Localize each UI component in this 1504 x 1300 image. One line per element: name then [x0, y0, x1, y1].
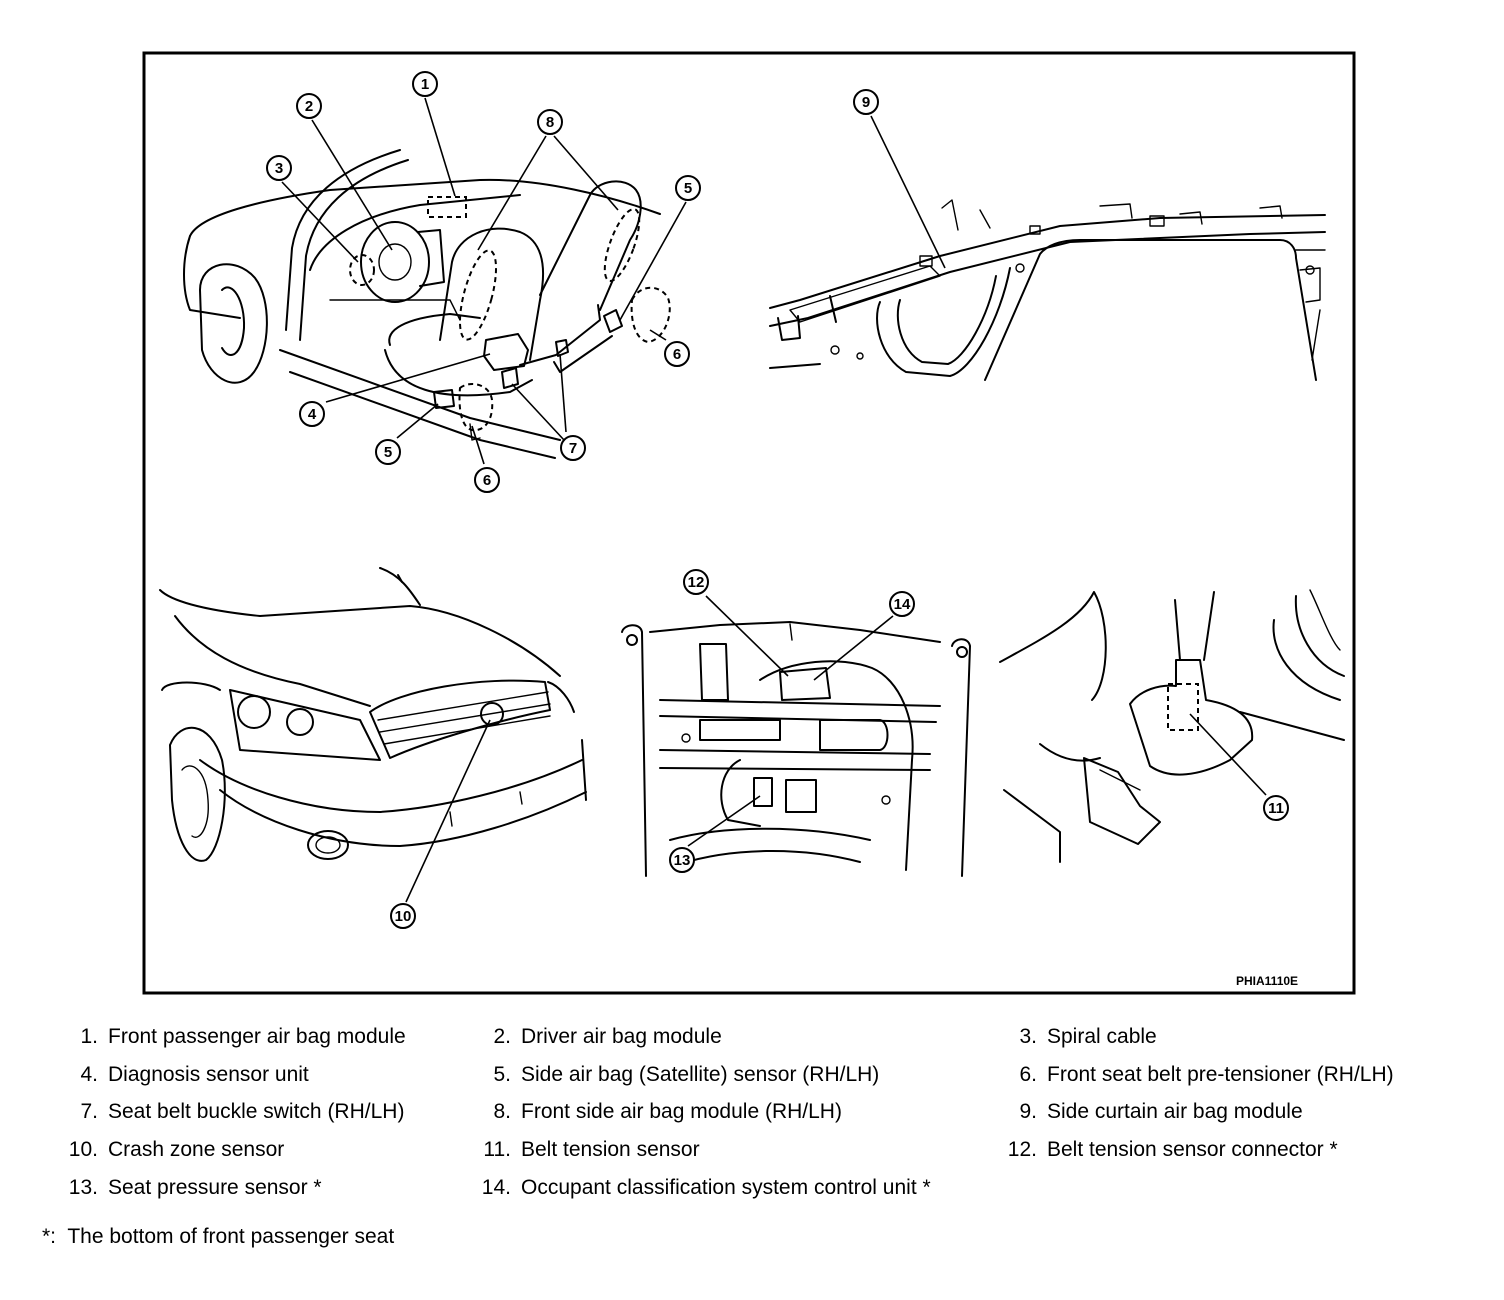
- svg-text:6: 6: [483, 472, 491, 489]
- legend-item: 3. Spiral cable: [1019, 1022, 1157, 1052]
- legend-item: 5. Side air bag (Satellite) sensor (RH/LH…: [493, 1060, 880, 1090]
- footnote-text: The bottom of front passenger seat: [67, 1225, 395, 1248]
- legend-item: 11. Belt tension sensor: [483, 1135, 700, 1165]
- svg-text:7: 7: [569, 440, 577, 457]
- legend-number: 11.: [483, 1138, 511, 1161]
- legend-item: 9. Side curtain air bag module: [1019, 1097, 1303, 1127]
- callout-3: 3: [266, 155, 292, 181]
- figure-frame: [142, 51, 1356, 995]
- legend-item: 13. Seat pressure sensor *: [69, 1173, 322, 1203]
- legend-item: 1. Front passenger air bag module: [80, 1022, 406, 1052]
- leader-lines: [281, 97, 1267, 903]
- callout-5-right: 5: [675, 175, 701, 201]
- legend-item: 2. Driver air bag module: [493, 1022, 722, 1052]
- panel-roof-rail: [769, 199, 1326, 381]
- panel-seat-bottom: [621, 621, 971, 877]
- svg-text:10: 10: [395, 908, 412, 925]
- svg-text:14: 14: [894, 596, 911, 613]
- callout-7: 7: [560, 435, 586, 461]
- legend-label: Front passenger air bag module: [108, 1025, 406, 1048]
- panel-belt-buckle: [999, 589, 1345, 863]
- callout-6-right: 6: [664, 341, 690, 367]
- svg-text:8: 8: [546, 114, 554, 131]
- panel-interior: [183, 149, 671, 459]
- legend-number: 10.: [68, 1138, 98, 1161]
- legend-label: Side curtain air bag module: [1047, 1100, 1303, 1123]
- legend-item: 8. Front side air bag module (RH/LH): [493, 1097, 842, 1127]
- figure-code: PHIA1110E: [1236, 974, 1298, 988]
- legend-label: Crash zone sensor: [108, 1138, 285, 1161]
- callout-13: 13: [669, 847, 695, 873]
- airbag-component-location-figure: 1 2 3 8 5 6 4 5 6 7 9 10 12 14 13 11 PHI…: [142, 51, 1356, 995]
- footnote-mark: *:: [42, 1225, 57, 1248]
- legend-number: 8.: [493, 1100, 511, 1123]
- svg-text:5: 5: [384, 444, 392, 461]
- legend-number: 12.: [1007, 1138, 1037, 1161]
- legend-item: 4. Diagnosis sensor unit: [80, 1060, 309, 1090]
- legend-label: Front side air bag module (RH/LH): [521, 1100, 842, 1123]
- legend-label: Seat belt buckle switch (RH/LH): [108, 1100, 405, 1123]
- svg-text:6: 6: [673, 346, 681, 363]
- legend-number: 7.: [80, 1100, 98, 1123]
- legend-label: Belt tension sensor: [521, 1138, 700, 1161]
- legend-label: Side air bag (Satellite) sensor (RH/LH): [521, 1063, 880, 1086]
- callout-2: 2: [296, 93, 322, 119]
- legend-item: 6. Front seat belt pre-tensioner (RH/LH): [1019, 1060, 1394, 1090]
- legend-number: 14.: [481, 1176, 511, 1199]
- legend-label: Diagnosis sensor unit: [108, 1063, 309, 1086]
- legend-label: Occupant classification system control u…: [521, 1176, 931, 1199]
- callout-1: 1: [412, 71, 438, 97]
- footnote: *: The bottom of front passenger seat: [42, 1222, 394, 1252]
- svg-text:2: 2: [305, 98, 313, 115]
- callout-14: 14: [889, 591, 915, 617]
- callout-8: 8: [537, 109, 563, 135]
- svg-text:4: 4: [308, 406, 317, 423]
- legend-number: 6.: [1019, 1063, 1037, 1086]
- legend-number: 4.: [80, 1063, 98, 1086]
- callout-9: 9: [853, 89, 879, 115]
- legend-label: Driver air bag module: [521, 1025, 722, 1048]
- legend-number: 5.: [493, 1063, 511, 1086]
- legend-label: Seat pressure sensor *: [108, 1176, 322, 1199]
- panel-front-bumper: [159, 567, 587, 862]
- legend-number: 13.: [68, 1176, 98, 1199]
- svg-text:5: 5: [684, 180, 692, 197]
- svg-text:13: 13: [674, 852, 691, 869]
- callout-10: 10: [390, 903, 416, 929]
- legend-item: 10. Crash zone sensor: [69, 1135, 285, 1165]
- legend: 1. Front passenger air bag module 4. Diagn…: [0, 1022, 1504, 1222]
- callout-6-left: 6: [474, 467, 500, 493]
- legend-item: 7. Seat belt buckle switch (RH/LH): [80, 1097, 405, 1127]
- legend-number: 1.: [80, 1025, 98, 1048]
- svg-text:1: 1: [421, 76, 429, 93]
- svg-text:9: 9: [862, 94, 870, 111]
- legend-item: 12. Belt tension sensor connector *: [1008, 1135, 1338, 1165]
- legend-number: 9.: [1019, 1100, 1037, 1123]
- svg-text:12: 12: [688, 574, 705, 591]
- legend-number: 2.: [493, 1025, 511, 1048]
- legend-label: Front seat belt pre-tensioner (RH/LH): [1047, 1063, 1394, 1086]
- callout-5-left: 5: [375, 439, 401, 465]
- legend-label: Spiral cable: [1047, 1025, 1157, 1048]
- legend-number: 3.: [1019, 1025, 1037, 1048]
- callout-11: 11: [1263, 795, 1289, 821]
- legend-item: 14. Occupant classification system contro…: [482, 1173, 931, 1203]
- callout-12: 12: [683, 569, 709, 595]
- callout-4: 4: [299, 401, 325, 427]
- svg-text:3: 3: [275, 160, 283, 177]
- svg-text:11: 11: [1268, 800, 1284, 817]
- legend-label: Belt tension sensor connector *: [1047, 1138, 1338, 1161]
